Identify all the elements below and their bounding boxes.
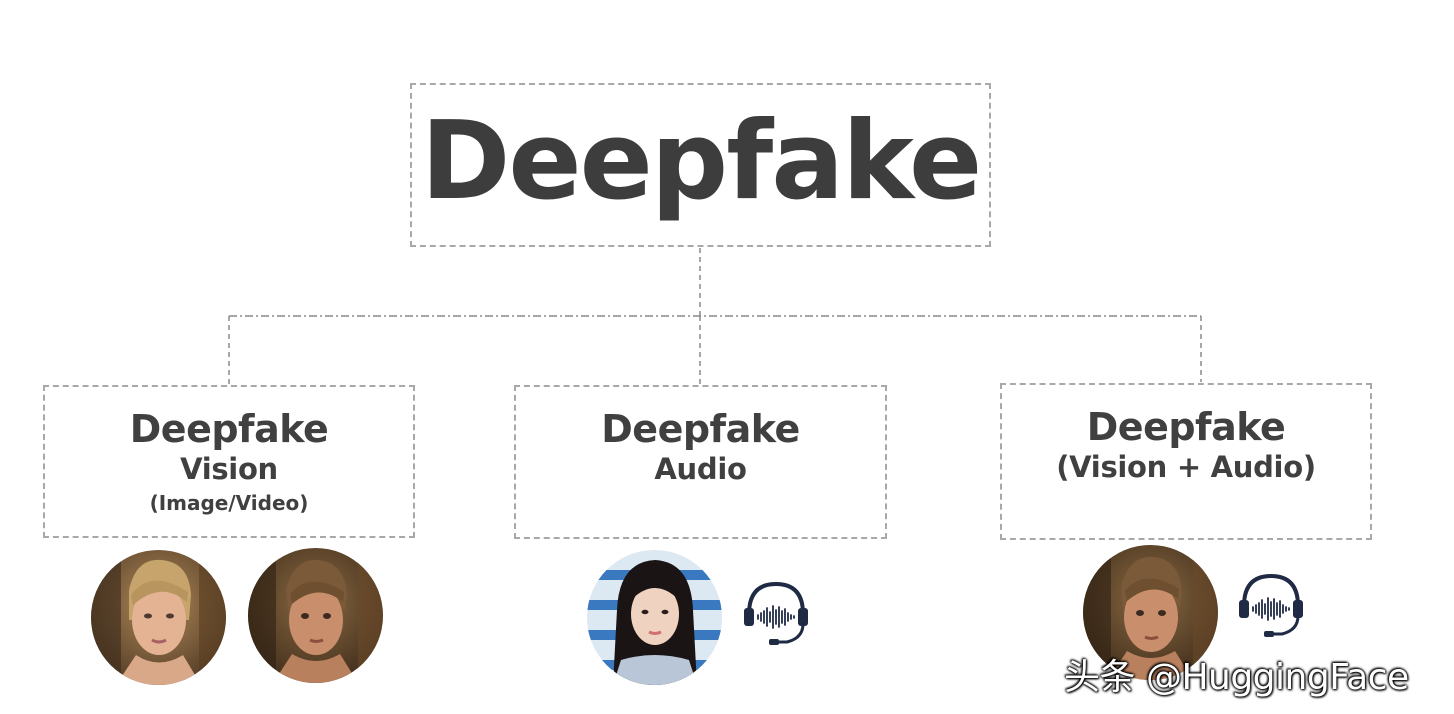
- node-vision-audio: Deepfake (Vision + Audio): [1000, 383, 1372, 540]
- node-audio-title: Deepfake: [601, 407, 800, 451]
- man-portrait-photo: [248, 548, 383, 683]
- node-audio: Deepfake Audio: [514, 385, 887, 539]
- root-title: Deepfake: [420, 99, 982, 224]
- watermark-text: 头条 @HuggingFace: [1064, 657, 1409, 698]
- woman-portrait-photo: [91, 550, 226, 685]
- node-vision-subtitle: Vision: [180, 452, 278, 486]
- node-vision: Deepfake Vision (Image/Video): [43, 385, 415, 538]
- headset-soundwave-icon: [741, 578, 811, 652]
- woman-portrait-photo: [587, 550, 722, 685]
- node-audio-subtitle: Audio: [654, 452, 747, 486]
- headset-soundwave-icon: [1236, 570, 1306, 644]
- node-vision-title: Deepfake: [129, 407, 329, 451]
- root-node: Deepfake: [410, 83, 991, 247]
- node-vision-audio-title: Deepfake: [1086, 405, 1286, 449]
- node-vision-audio-subtitle: (Vision + Audio): [1056, 450, 1316, 484]
- node-vision-detail: (Image/Video): [149, 491, 309, 515]
